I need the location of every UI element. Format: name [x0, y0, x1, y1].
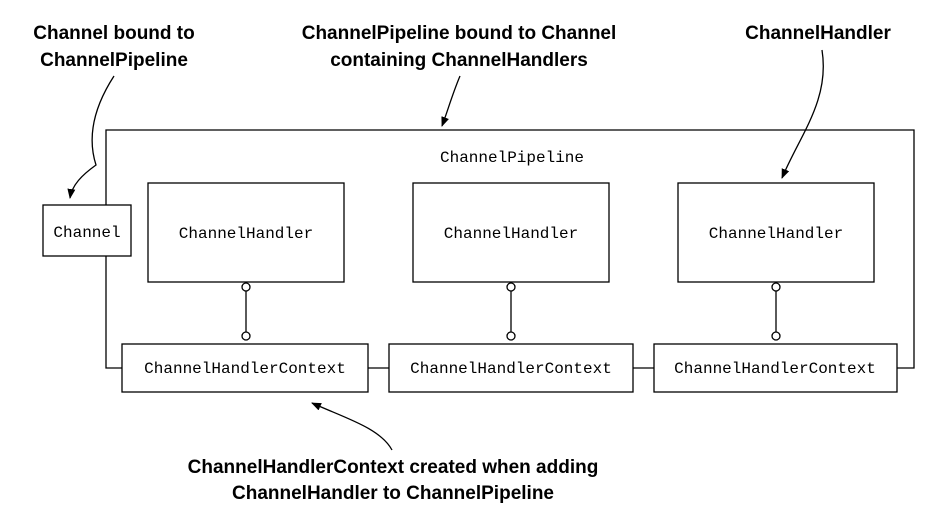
arrow-to-context	[311, 402, 393, 451]
handler-1: ChannelHandler	[147, 182, 345, 283]
handler-label: ChannelHandler	[179, 225, 313, 243]
arrow-to-channel	[67, 75, 115, 199]
callout-pipeline-bound-line1: ChannelPipeline bound to Channel	[302, 23, 617, 44]
callout-context-created: ChannelHandlerContext created when addin…	[188, 457, 599, 504]
context-label: ChannelHandlerContext	[410, 360, 612, 378]
channel-label: Channel	[53, 224, 120, 242]
callout-pipeline-bound-line2: containing ChannelHandlers	[330, 50, 588, 71]
handler-3: ChannelHandler	[677, 182, 875, 283]
context-label: ChannelHandlerContext	[144, 360, 346, 378]
channel-to-context-line	[105, 256, 122, 369]
callout-context-created-line2: ChannelHandler to ChannelPipeline	[232, 483, 554, 504]
handler-box	[412, 182, 610, 283]
callout-channel-bound-line1: Channel bound to	[33, 23, 194, 44]
context-1: ChannelHandlerContext	[121, 343, 369, 393]
handler-box	[147, 182, 345, 283]
channel-box	[42, 204, 132, 257]
handler-box	[677, 182, 875, 283]
callout-pipeline-bound: ChannelPipeline bound to Channel contain…	[302, 23, 617, 71]
context-box	[653, 343, 898, 393]
callout-handler: ChannelHandler	[745, 23, 891, 44]
context-3: ChannelHandlerContext	[653, 343, 898, 393]
callout-channel-bound: Channel bound to ChannelPipeline	[33, 23, 194, 71]
context-box	[388, 343, 634, 393]
arrow-to-pipeline	[441, 75, 461, 127]
handler-label: ChannelHandler	[709, 225, 843, 243]
context-box	[121, 343, 369, 393]
connector-1	[241, 282, 251, 341]
callout-context-created-line1: ChannelHandlerContext created when addin…	[188, 457, 599, 478]
context-2: ChannelHandlerContext	[388, 343, 634, 393]
callout-handler-line1: ChannelHandler	[745, 23, 891, 44]
handler-label: ChannelHandler	[444, 225, 578, 243]
pipeline-label: ChannelPipeline	[440, 149, 584, 167]
connector-3	[771, 282, 781, 341]
pipeline-frame	[105, 129, 915, 369]
handler-2: ChannelHandler	[412, 182, 610, 283]
arrow-to-handler	[781, 49, 824, 179]
context-label: ChannelHandlerContext	[674, 360, 876, 378]
connector-2	[506, 282, 516, 341]
callout-channel-bound-line2: ChannelPipeline	[40, 50, 188, 71]
